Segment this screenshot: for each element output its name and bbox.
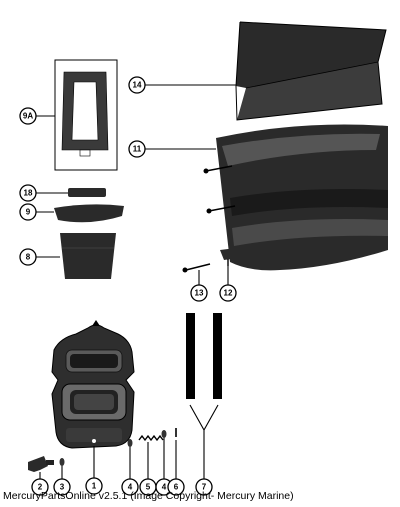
part-11-tank xyxy=(203,124,388,271)
callout-3-label: 3 xyxy=(60,483,65,492)
part-9a-gasket-inset xyxy=(54,59,118,171)
callout-11: 11 xyxy=(128,140,216,158)
callout-8: 8 xyxy=(19,248,60,266)
part-9-trim xyxy=(54,204,124,223)
callout-18: 18 xyxy=(19,184,68,202)
part-18-strip xyxy=(68,188,106,197)
callout-12-label: 12 xyxy=(224,289,233,298)
callout-9a: 9A xyxy=(19,107,55,125)
callout-9-label: 9 xyxy=(26,208,31,217)
callout-4a-label: 4 xyxy=(128,483,133,492)
callout-7-label: 7 xyxy=(202,483,207,492)
callout-2: 2 xyxy=(31,472,49,496)
callout-6: 6 xyxy=(167,440,185,496)
callout-5: 5 xyxy=(139,442,157,496)
part-8-block xyxy=(60,233,116,279)
part-1-housing xyxy=(51,320,135,449)
part-4-washer-b xyxy=(161,430,167,438)
part-4-washer-a xyxy=(127,439,133,447)
callout-3: 3 xyxy=(53,466,71,496)
callout-8-label: 8 xyxy=(26,253,31,262)
callout-2-label: 2 xyxy=(38,483,43,492)
part-3-washer xyxy=(59,458,65,466)
callout-9: 9 xyxy=(19,203,54,221)
part-5-spring xyxy=(138,434,164,442)
callout-1-label: 1 xyxy=(92,482,97,491)
callout-11-label: 11 xyxy=(133,145,142,154)
part-7-strips xyxy=(186,313,222,399)
part-12-clip xyxy=(220,248,238,266)
callout-1: 1 xyxy=(85,446,103,495)
part-13-screw xyxy=(182,263,211,273)
callout-4a: 4 xyxy=(121,447,139,496)
part-2-knob xyxy=(28,456,54,472)
callout-14-label: 14 xyxy=(133,81,142,90)
callout-13-label: 13 xyxy=(195,289,204,298)
callout-14: 14 xyxy=(128,76,236,94)
callout-13: 13 xyxy=(190,270,208,302)
callout-6-label: 6 xyxy=(174,483,179,492)
callout-9a-label: 9A xyxy=(23,112,33,121)
callout-18-label: 18 xyxy=(24,189,33,198)
part-14-cover-sheet xyxy=(235,21,387,121)
callout-7: 7 xyxy=(189,404,219,496)
copyright-caption: MercuryPartsOnline v2.5.1 (Image Copyrig… xyxy=(3,490,294,502)
callout-4b-label: 4 xyxy=(162,483,167,492)
callout-12: 12 xyxy=(219,266,237,302)
callout-5-label: 5 xyxy=(146,483,151,492)
